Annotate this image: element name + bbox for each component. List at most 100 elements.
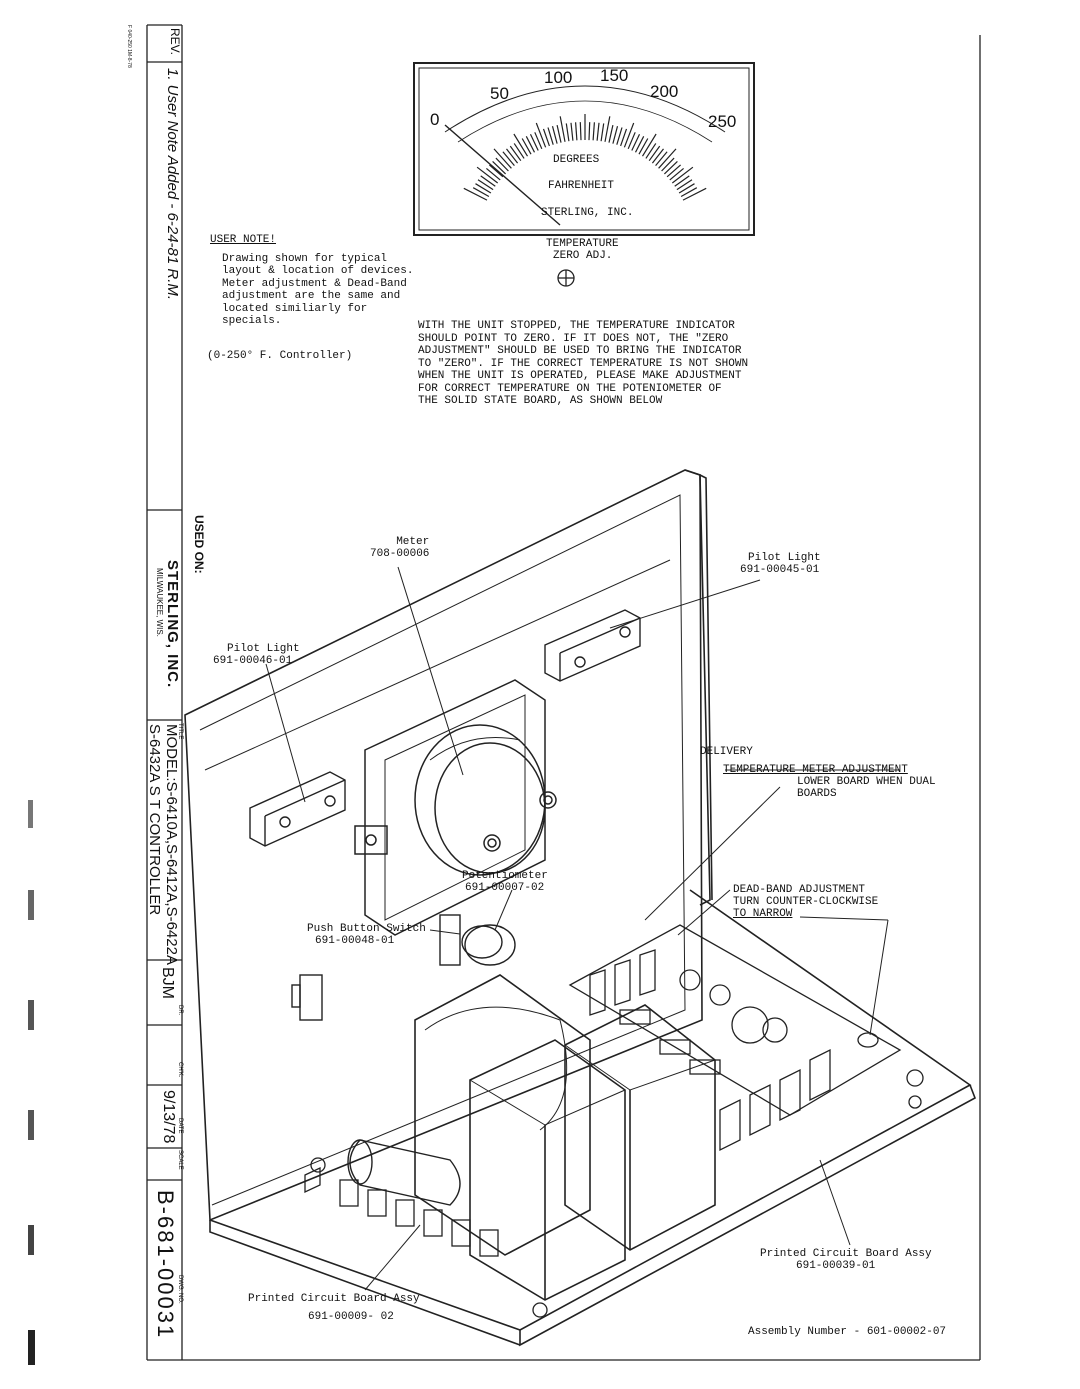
assembly-number: Assembly Number - 601-00002-07 bbox=[748, 1326, 947, 1338]
company-name: STERLING, INC. bbox=[164, 560, 181, 689]
capacitor bbox=[347, 1139, 461, 1206]
deadband-line-2: TURN COUNTER-CLOCKWISE bbox=[733, 896, 879, 908]
meter-tick bbox=[529, 133, 539, 151]
callout-meter-name: Meter bbox=[396, 536, 430, 548]
meter-tick bbox=[486, 167, 501, 181]
meter-tick bbox=[502, 151, 515, 166]
scale-label-100: 100 bbox=[544, 68, 573, 87]
meter-tick bbox=[472, 187, 490, 198]
callout-delivery: DELIVERY bbox=[700, 746, 753, 758]
meter-face-maker: STERLING, INC. bbox=[541, 207, 634, 219]
meter-tick bbox=[631, 133, 641, 151]
meter-tick bbox=[612, 126, 619, 144]
drawing-title-line-1: MODEL:S-6410A,S-6412A,S-6422A bbox=[163, 724, 180, 965]
push-button-switch bbox=[291, 974, 323, 1021]
instruction-line: ADJUSTMENT" SHOULD BE USED TO BRING THE … bbox=[418, 345, 742, 357]
meter-tick bbox=[634, 136, 645, 153]
controller-enclosure bbox=[184, 469, 976, 1347]
side-code: F 040-250 1M-8-78 bbox=[126, 25, 132, 68]
date-tag: DATE bbox=[177, 1118, 183, 1134]
meter-tick bbox=[513, 133, 529, 157]
instruction-line: THE SOLID STATE BOARD, AS SHOWN BELOW bbox=[418, 395, 663, 407]
temp-adj-line-2: LOWER BOARD WHEN DUAL bbox=[797, 776, 936, 788]
deadband-title: DEAD-BAND ADJUSTMENT bbox=[733, 884, 866, 896]
callout-pot-part: 691-00007-02 bbox=[465, 882, 545, 894]
callout-push-name: Push Button Switch bbox=[307, 923, 426, 935]
meter-tick bbox=[476, 166, 499, 184]
meter-tick bbox=[492, 160, 507, 175]
meter-tick bbox=[676, 179, 693, 191]
callout-temperature-meter-adjustment: TEMPERATURE METER ADJUSTMENT LOWER BOARD… bbox=[723, 764, 936, 800]
meter-tick bbox=[556, 124, 562, 143]
leader-lines bbox=[265, 566, 900, 1291]
meter-body bbox=[354, 679, 557, 936]
drawing-title-line-2: S-6432A S T CONTROLLER bbox=[146, 724, 163, 916]
temp-adj-line-3: BOARDS bbox=[797, 788, 837, 800]
zero-adj-line-2: ZERO ADJ. bbox=[553, 250, 613, 262]
callout-push-button-switch: Push Button Switch 691-00048-01 bbox=[307, 923, 426, 947]
meter-tick bbox=[525, 136, 536, 153]
scale-label-50: 50 bbox=[490, 84, 509, 103]
meter-tick bbox=[534, 132, 543, 150]
meter-tick bbox=[661, 157, 675, 172]
callout-pcb-right: Printed Circuit Board Assy 691-00039-01 bbox=[760, 1248, 932, 1272]
meter-tick bbox=[608, 124, 614, 143]
meter-tick bbox=[463, 187, 488, 201]
pilot-light-right bbox=[544, 609, 641, 682]
sheet-border bbox=[146, 24, 981, 1361]
scale-label-150: 150 bbox=[600, 66, 629, 85]
meter-tick bbox=[592, 122, 595, 141]
zero-adjust-screw-icon bbox=[557, 269, 575, 287]
meter-tick bbox=[648, 145, 661, 162]
meter-tick bbox=[521, 138, 532, 155]
company-city: MILWAUKEE, WIS. bbox=[155, 568, 164, 637]
meter-tick bbox=[565, 123, 570, 142]
instruction-line: SHOULD POINT TO ZERO. IF IT DOES NOT, TH… bbox=[418, 332, 729, 345]
meter-tick bbox=[645, 143, 657, 159]
solid-state-board bbox=[568, 924, 924, 1152]
scale-label-250: 250 bbox=[708, 112, 737, 131]
user-note-line: layout & location of devices. bbox=[222, 265, 414, 277]
scale-label-200: 200 bbox=[650, 82, 679, 101]
callout-dead-band-adjustment: DEAD-BAND ADJUSTMENT TURN COUNTER-CLOCKW… bbox=[733, 884, 878, 920]
meter-tick bbox=[623, 122, 635, 148]
meter-tick bbox=[674, 175, 690, 187]
instruction-line: TO "ZERO". IF THE CORRECT TEMPERATURE IS… bbox=[418, 357, 749, 370]
scale-tag: SCALE bbox=[177, 1150, 183, 1170]
pcb-right-part: 691-00039-01 bbox=[796, 1260, 876, 1272]
meter-tick bbox=[509, 145, 522, 162]
callout-push-part: 691-00048-01 bbox=[315, 935, 395, 947]
meter-tick bbox=[493, 148, 512, 169]
instruction-line: WHEN THE UNIT IS OPERATED, PLEASE MAKE A… bbox=[418, 370, 742, 382]
adjustment-instructions: WITH THE UNIT STOPPED, THE TEMPERATURE I… bbox=[418, 320, 748, 408]
user-note-line: Meter adjustment & Dead-Band bbox=[222, 277, 407, 290]
meter-face-degrees: DEGREES bbox=[553, 154, 600, 166]
callout-potentiometer: Potentiometer 691-00007-02 bbox=[462, 870, 548, 894]
meter-face-fahrenheit: FAHRENHEIT bbox=[548, 180, 615, 192]
meter-tick bbox=[495, 157, 509, 172]
transformer-block-right bbox=[564, 1004, 716, 1251]
meter-tick bbox=[596, 122, 600, 141]
potentiometer bbox=[439, 914, 516, 966]
temperature-meter-face bbox=[413, 62, 755, 236]
meter-tick bbox=[651, 148, 664, 164]
meter-tick bbox=[547, 127, 554, 145]
pcb-right-name: Printed Circuit Board Assy bbox=[760, 1248, 932, 1260]
meter-tick bbox=[680, 187, 698, 198]
user-note-line: Drawing shown for typical bbox=[222, 252, 388, 265]
instruction-line: WITH THE UNIT STOPPED, THE TEMPERATURE I… bbox=[418, 320, 735, 332]
drawing-date: 9/13/78 bbox=[160, 1090, 177, 1144]
scale-label-0: 0 bbox=[430, 110, 440, 129]
meter-tick bbox=[641, 133, 657, 157]
user-note-line: located similiarly for bbox=[222, 302, 368, 315]
zero-adj-line-1: TEMPERATURE bbox=[546, 238, 619, 250]
meter-tick bbox=[480, 175, 496, 187]
meter-tick bbox=[542, 128, 550, 147]
drawing-number: B-681-00031 bbox=[153, 1190, 178, 1340]
callout-meter-part: 708-00006 bbox=[370, 548, 430, 560]
meter-tick bbox=[588, 122, 591, 141]
callout-pilot-left-part: 691-00046-01 bbox=[213, 655, 293, 667]
meter-tick bbox=[678, 183, 695, 194]
instruction-line: FOR CORRECT TEMPERATURE ON THE POTENIOME… bbox=[418, 382, 722, 395]
